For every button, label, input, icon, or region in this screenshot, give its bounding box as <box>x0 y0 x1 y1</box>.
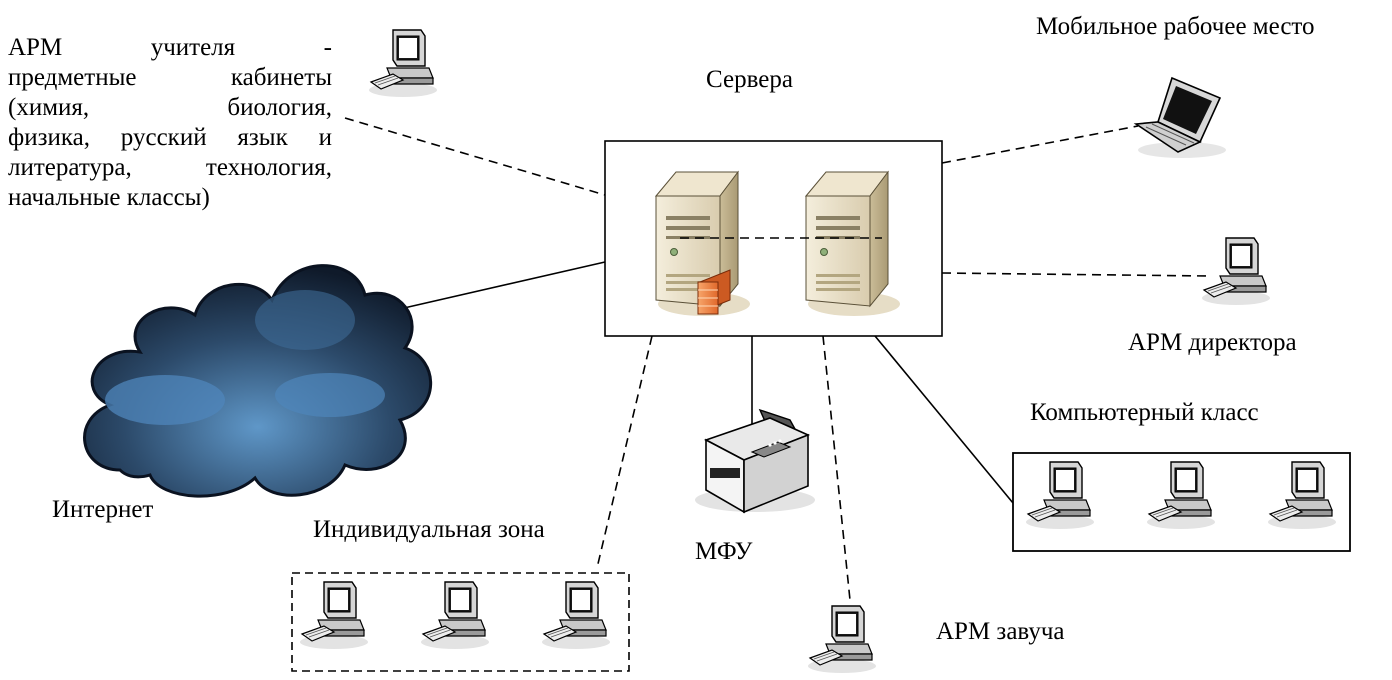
computer-class-label: Компьютерный класс <box>1030 399 1259 426</box>
apm-teacher-computer-icon <box>368 29 438 98</box>
apm-teacher-label-line: начальные классы) <box>8 184 210 211</box>
apm-director-label: АРМ директора <box>1128 329 1297 356</box>
apm-teacher-label-line: (химия, биология, <box>8 94 332 121</box>
apm-teacher-label: АРМ учителя - предметные кабинеты (химия… <box>8 33 332 213</box>
apm-deputy-label: АРМ завуча <box>936 618 1065 645</box>
apm-teacher-label-line: предметные кабинеты <box>8 64 332 91</box>
apm-deputy-computer-icon <box>807 605 877 674</box>
firewall-icon <box>697 269 731 315</box>
connection-lines <box>344 117 1209 601</box>
mfu-label: МФУ <box>695 538 753 565</box>
individual-zone-label: Индивидуальная зона <box>313 516 545 543</box>
apm-teacher-label-line: АРМ учителя - <box>8 34 332 61</box>
mobile-workplace-label: Мобильное рабочее место <box>1036 13 1315 40</box>
apm-director-computer-icon <box>1201 237 1271 306</box>
printer-icon <box>695 408 815 514</box>
apm-teacher-label-line: физика, русский язык и <box>8 124 332 151</box>
servers-label: Сервера <box>706 66 793 93</box>
internet-cloud-icon <box>83 264 433 498</box>
apm-teacher-label-line: литература, технология, <box>8 154 332 181</box>
laptop-icon <box>1133 76 1226 158</box>
internet-label: Интернет <box>52 496 154 523</box>
